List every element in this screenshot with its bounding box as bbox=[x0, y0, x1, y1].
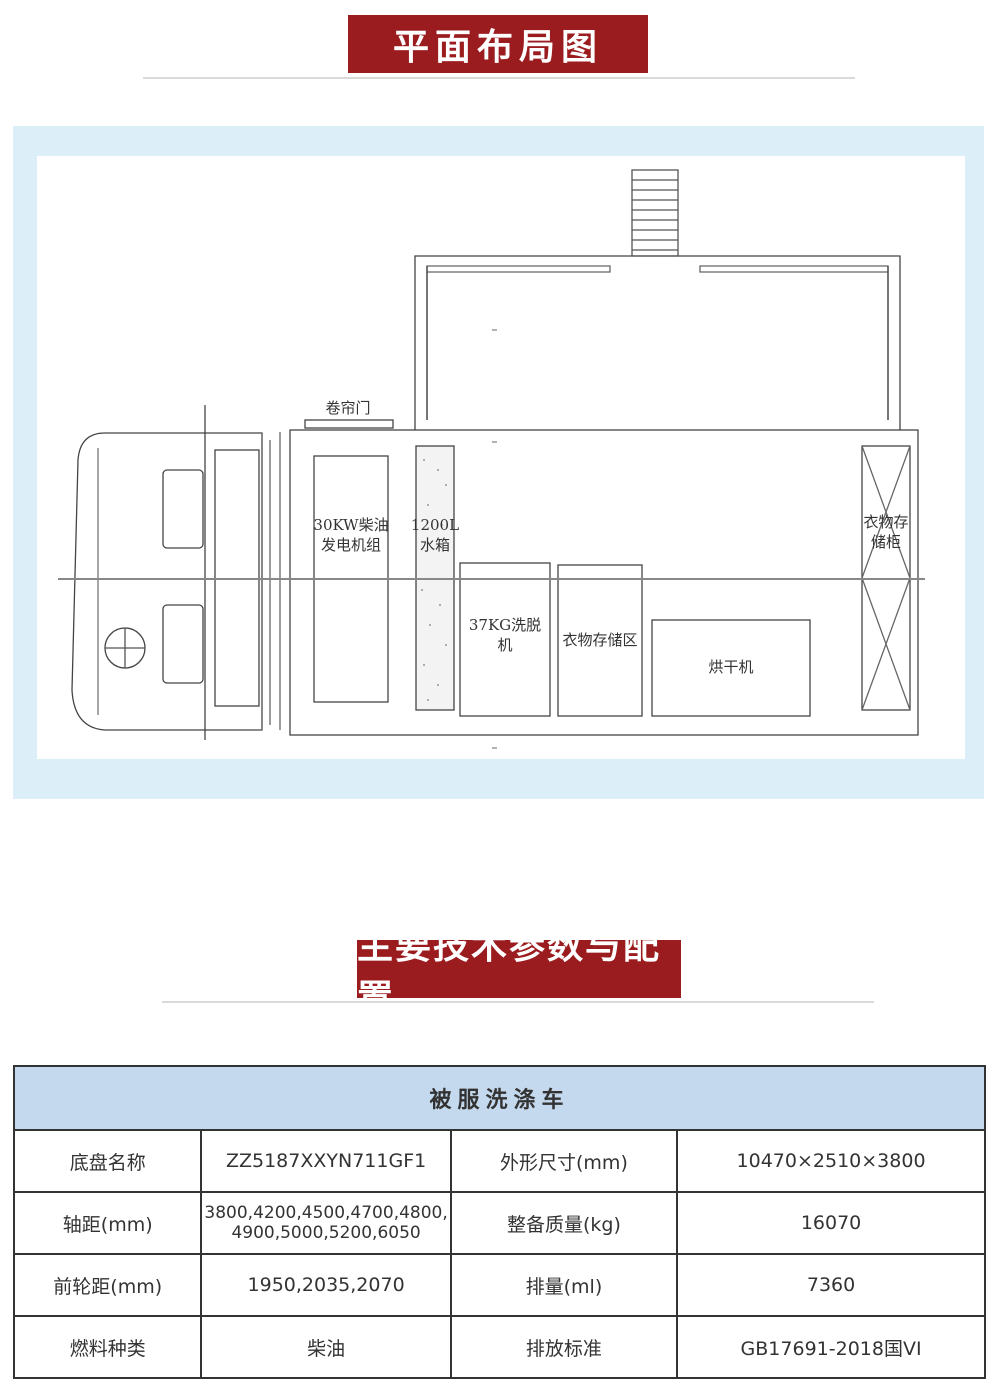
table-cell: 排量(ml) bbox=[449, 1253, 679, 1317]
table-cell: 16070 bbox=[676, 1191, 986, 1255]
table-row: 底盘名称 ZZ5187XXYN711GF1 外形尺寸(mm) 10470×251… bbox=[12, 1129, 986, 1193]
title-divider-2 bbox=[162, 1001, 874, 1003]
floor-plan-drawing bbox=[58, 169, 925, 749]
roll-door-label: 卷帘门 bbox=[325, 399, 371, 417]
table-cell: 柴油 bbox=[200, 1315, 452, 1379]
spec-table-title: 被服洗涤车 bbox=[13, 1065, 986, 1131]
generator-label-line1: 30KW柴油 bbox=[313, 516, 389, 534]
cabinet-label-line2: 储柜 bbox=[870, 533, 901, 552]
washer-label-line1: 37KG洗脱 bbox=[468, 616, 542, 634]
cabinet-label: 衣物存 储柜 bbox=[858, 512, 914, 553]
table-row: 燃料种类 柴油 排放标准 GB17691-2018国VI bbox=[12, 1315, 986, 1379]
table-cell: 燃料种类 bbox=[12, 1315, 203, 1379]
spec-table: 被服洗涤车 底盘名称 ZZ5187XXYN711GF1 外形尺寸(mm) 104… bbox=[12, 1065, 986, 1379]
section-title-2: 主要技术参数与配置 bbox=[357, 926, 662, 1019]
table-cell: GB17691-2018国VI bbox=[676, 1315, 986, 1379]
table-cell: 3800,4200,4500,4700,4800, 4900,5000,5200… bbox=[200, 1191, 452, 1255]
table-row: 轴距(mm) 3800,4200,4500,4700,4800, 4900,50… bbox=[12, 1191, 986, 1255]
title-divider bbox=[143, 77, 855, 79]
table-cell: 前轮距(mm) bbox=[12, 1253, 203, 1317]
expansion-room bbox=[414, 255, 901, 430]
table-row: 前轮距(mm) 1950,2035,2070 排量(ml) 7360 bbox=[12, 1253, 986, 1317]
section-title-banner-2: 主要技术参数与配置 bbox=[357, 926, 681, 1019]
roll-door bbox=[304, 419, 394, 429]
washer-box bbox=[459, 562, 551, 717]
table-cell: 7360 bbox=[676, 1253, 986, 1317]
table-cell: 外形尺寸(mm) bbox=[449, 1129, 679, 1193]
water-tank-label: 1200L 水箱 bbox=[410, 515, 460, 556]
table-cell: 轴距(mm) bbox=[12, 1191, 203, 1255]
table-cell: 10470×2510×3800 bbox=[676, 1129, 986, 1193]
cabinet-label-line1: 衣物存 bbox=[863, 513, 909, 531]
water-tank-texture bbox=[421, 459, 447, 701]
cab-seat-top bbox=[162, 469, 204, 549]
generator-label: 30KW柴油 发电机组 bbox=[312, 515, 390, 556]
table-cell: 排放标准 bbox=[449, 1315, 679, 1379]
table-cell: 1950,2035,2070 bbox=[200, 1253, 452, 1317]
spec-table-header: 被服洗涤车 bbox=[13, 1065, 986, 1131]
table-cell: ZZ5187XXYN711GF1 bbox=[200, 1129, 452, 1193]
section-title: 平面布局图 bbox=[392, 27, 603, 68]
dryer-label: 烘干机 bbox=[708, 658, 754, 676]
dryer-box bbox=[651, 619, 811, 717]
washer-label-line2: 机 bbox=[497, 636, 513, 655]
water-tank-label-line2: 水箱 bbox=[419, 536, 450, 555]
section-title-banner: 平面布局图 bbox=[348, 15, 648, 73]
ladder-icon bbox=[631, 169, 679, 257]
cab-seat-bottom bbox=[162, 604, 204, 684]
washer-label: 37KG洗脱 机 bbox=[462, 615, 548, 656]
table-cell: 整备质量(kg) bbox=[449, 1191, 679, 1255]
clothes-storage-label: 衣物存储区 bbox=[562, 631, 638, 649]
vehicle-body bbox=[289, 429, 919, 736]
cab-outline bbox=[71, 432, 263, 731]
water-tank-label-line1: 1200L bbox=[410, 516, 460, 534]
clothes-storage-box bbox=[557, 564, 643, 717]
table-cell: 底盘名称 bbox=[12, 1129, 203, 1193]
generator-label-line2: 发电机组 bbox=[320, 536, 381, 555]
